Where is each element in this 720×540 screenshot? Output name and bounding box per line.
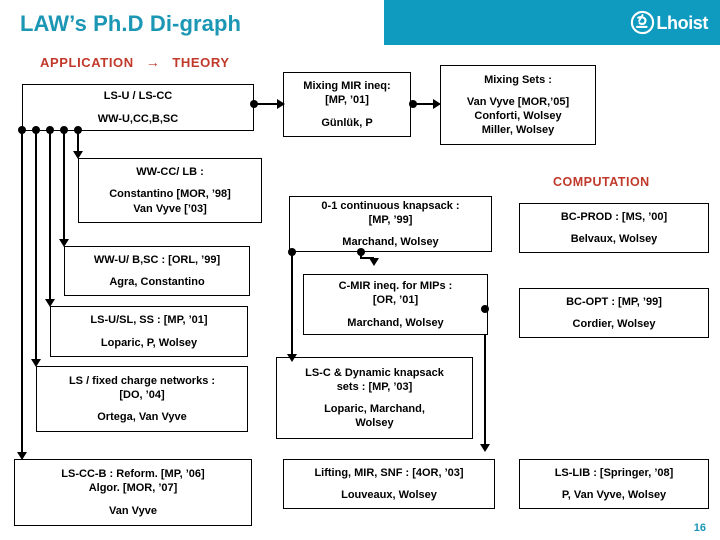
arrow-down-icon — [73, 151, 83, 159]
box-line: Agra, Constantino — [109, 276, 205, 288]
arrow-down-icon — [369, 258, 379, 266]
box-0-1-continuous-knapsack[interactable]: 0-1 continuous knapsack : [MP, ’99] Marc… — [289, 196, 492, 252]
box-ls-lib[interactable]: LS-LIB : [Springer, ’08] P, Van Vyve, Wo… — [519, 459, 709, 509]
arrow-down-icon — [59, 239, 69, 247]
box-line: Algor. [MOR, ’07] — [88, 482, 178, 495]
box-line: LS-U/SL, SS : [MP, ’01] — [90, 314, 208, 327]
box-mixing-mir-ineq[interactable]: Mixing MIR ineq: [MP, ’01] Günlük, P — [283, 72, 411, 137]
box-line: Belvaux, Wolsey — [570, 233, 658, 245]
connector-dot — [481, 305, 489, 313]
box-lifting-mir-snf[interactable]: Lifting, MIR, SNF : [4OR, ’03] Louveaux,… — [283, 459, 495, 509]
box-line: LS-U / LS-CC — [103, 90, 173, 103]
box-line: Loparic, P, Wolsey — [100, 336, 198, 349]
connector-line — [291, 252, 293, 357]
arrow-down-icon — [17, 452, 27, 460]
box-line: WW-U,CC,B,SC — [97, 112, 179, 125]
box-ww-cc-lb[interactable]: WW-CC/ LB : Constantino [MOR, ’98] Van V… — [78, 158, 262, 223]
arrow-right-icon: → — [145, 54, 161, 70]
box-line: Ortega, Van Vyve — [97, 411, 187, 424]
header-band — [384, 0, 720, 45]
connector-dot — [32, 126, 40, 134]
box-line: BC-PROD : [MS, ’00] — [560, 210, 668, 223]
box-c-mir-ineq-for-mips[interactable]: C-MIR ineq. for MIPs : [OR, ’01] Marchan… — [303, 274, 488, 335]
connector-dot — [46, 126, 54, 134]
box-line: WW-U/ B,SC : [ORL, ’99] — [93, 253, 221, 266]
arrow-down-icon — [480, 444, 490, 452]
subtitle-application-theory: APPLICATION → THEORY — [40, 54, 230, 70]
box-line: Loparic, Marchand, — [324, 403, 425, 415]
box-line: Marchand, Wolsey — [347, 316, 444, 329]
box-line: sets : [MP, ’03] — [336, 380, 413, 393]
box-ww-u-b-sc[interactable]: WW-U/ B,SC : [ORL, ’99] Agra, Constantin… — [64, 246, 250, 296]
subtitle-application: APPLICATION — [40, 54, 134, 70]
box-line: P, Van Vyve, Wolsey — [561, 489, 667, 501]
connector-line — [256, 103, 280, 105]
connector-line — [415, 103, 436, 105]
section-label-computation: COMPUTATION — [553, 175, 650, 189]
box-line: 0-1 continuous knapsack : — [321, 200, 460, 212]
page-title: LAW’s Ph.D Di-graph — [20, 11, 242, 36]
connector-line — [35, 130, 37, 362]
box-line: BC-OPT : [MP, ’99] — [566, 295, 662, 308]
box-ls-cc-b[interactable]: LS-CC-B : Reform. [MP, ’06] Algor. [MOR,… — [14, 459, 252, 526]
box-line: [DO, ’04] — [119, 388, 165, 401]
box-line: Lifting, MIR, SNF : [4OR, ’03] — [314, 466, 464, 479]
page-number: 16 — [693, 522, 706, 534]
arrow-right-icon — [277, 99, 285, 109]
box-ls-u-ls-cc[interactable]: LS-U / LS-CC WW-U,CC,B,SC — [22, 84, 254, 131]
box-line: Louveaux, Wolsey — [341, 489, 437, 501]
box-bc-prod[interactable]: BC-PROD : [MS, ’00] Belvaux, Wolsey — [519, 203, 709, 253]
lhoist-circle-logo-icon — [630, 10, 655, 35]
box-line: Miller, Wolsey — [481, 124, 555, 137]
box-mixing-sets[interactable]: Mixing Sets : Van Vyve [MOR,’05] Confort… — [440, 65, 596, 145]
box-line: LS-C & Dynamic knapsack — [305, 366, 444, 379]
brand-logo: Lhoist — [630, 10, 708, 35]
box-line: Van Vyve [MOR,’05] — [466, 95, 570, 108]
box-line: [MP, ’99] — [368, 214, 413, 227]
box-line: Van Vyve [’03] — [133, 202, 207, 215]
connector-dot — [288, 248, 296, 256]
connector-dot — [60, 126, 68, 134]
box-line: Cordier, Wolsey — [572, 318, 656, 330]
box-line: Marchand, Wolsey — [342, 235, 439, 248]
box-line: LS-LIB : [Springer, ’08] — [554, 466, 674, 479]
box-line: LS-CC-B : Reform. [MP, ’06] — [61, 468, 205, 481]
box-bc-opt[interactable]: BC-OPT : [MP, ’99] Cordier, Wolsey — [519, 288, 709, 338]
box-line: Conforti, Wolsey — [474, 110, 562, 122]
connector-line — [63, 130, 65, 242]
box-line: Mixing Sets : — [484, 73, 552, 86]
arrow-down-icon — [287, 354, 297, 362]
connector-dot — [18, 126, 26, 134]
connector-line — [77, 130, 79, 154]
connector-dot — [409, 100, 417, 108]
box-line: Van Vyve — [109, 504, 157, 517]
subtitle-theory: THEORY — [172, 54, 230, 70]
arrow-down-icon — [31, 359, 41, 367]
box-ls-fixed-charge-networks[interactable]: LS / fixed charge networks : [DO, ’04] O… — [36, 366, 248, 432]
box-line: Wolsey — [355, 417, 394, 430]
arrow-down-icon — [45, 299, 55, 307]
connector-line — [49, 130, 51, 302]
connector-dot — [74, 126, 82, 134]
connector-dot — [357, 248, 365, 256]
connector-line — [21, 130, 23, 455]
arrow-right-icon — [433, 99, 441, 109]
box-line: LS / fixed charge networks : — [68, 374, 216, 387]
connector-line — [484, 309, 486, 447]
box-line: Constantino [MOR, ’98] — [109, 188, 231, 201]
box-line: [MP, ’01] — [325, 94, 369, 107]
box-ls-u-sl-ss[interactable]: LS-U/SL, SS : [MP, ’01] Loparic, P, Wols… — [50, 306, 248, 357]
box-line: C-MIR ineq. for MIPs : — [338, 280, 453, 293]
logo-wordmark: Lhoist — [656, 12, 708, 33]
box-line: [OR, ’01] — [372, 294, 419, 307]
connector-line — [360, 257, 374, 259]
box-line: Mixing MIR ineq: — [303, 80, 391, 93]
box-line: WW-CC/ LB : — [136, 166, 204, 179]
connector-dot — [250, 100, 258, 108]
box-line: Günlük, P — [321, 116, 373, 129]
box-ls-c-dynamic-knapsack-sets[interactable]: LS-C & Dynamic knapsack sets : [MP, ’03]… — [276, 357, 473, 439]
